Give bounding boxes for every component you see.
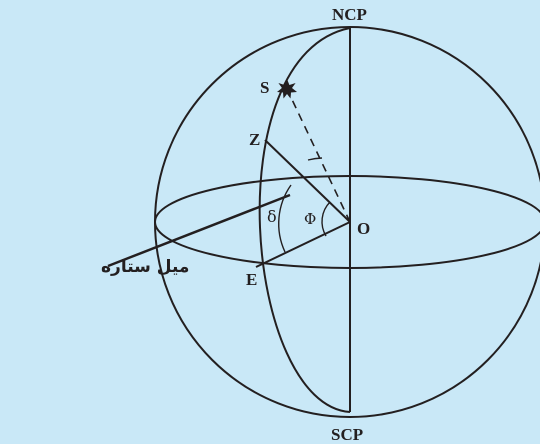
label-o: O [357, 219, 370, 238]
celestial-equator [155, 176, 540, 268]
declination-caption: میل ستاره [101, 257, 189, 277]
label-phi: Φ [304, 210, 316, 228]
label-e: E [246, 270, 257, 289]
line-o-s [287, 89, 350, 222]
label-ncp: NCP [332, 5, 367, 24]
star-angle-arc [308, 158, 322, 160]
phi-angle-arc [322, 202, 330, 236]
label-delta: δ [267, 207, 277, 226]
label-scp: SCP [331, 425, 363, 444]
line-o-e [256, 222, 350, 267]
label-s: S [260, 78, 269, 97]
celestial-sphere [155, 27, 540, 417]
label-z: Z [249, 130, 260, 149]
